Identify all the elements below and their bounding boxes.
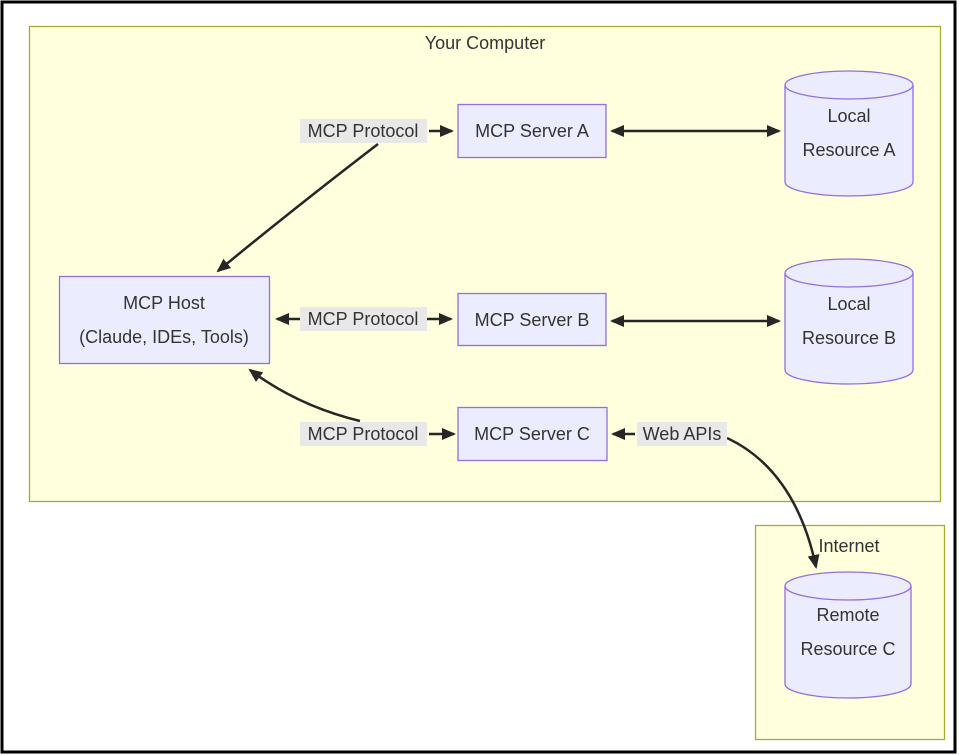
edge-webapis-to-resource-c (726, 436, 820, 569)
node-local-resource-a: Local Resource A (784, 70, 914, 197)
cluster-your-computer-label: Your Computer (425, 33, 545, 53)
edge-host-to-server-a (216, 143, 379, 273)
node-local-resource-b: Local Resource B (784, 258, 914, 385)
node-local-resource-b-line1: Local (827, 294, 870, 314)
edge-label-mcp-protocol-c: MCP Protocol (300, 422, 427, 446)
node-remote-resource-c-line1: Remote (816, 605, 879, 625)
edge-label-mcp-protocol-c-text: MCP Protocol (308, 424, 419, 444)
edge-server-c-to-host (248, 368, 361, 423)
node-local-resource-b-line2: Resource B (802, 328, 896, 348)
cluster-internet-label: Internet (818, 536, 879, 556)
edge-label-mcp-protocol-b-text: MCP Protocol (308, 309, 419, 329)
node-mcp-host-line1: MCP Host (123, 293, 205, 313)
node-mcp-server-a: MCP Server A (457, 103, 607, 159)
node-mcp-server-b-label: MCP Server B (475, 310, 590, 330)
edge-label-mcp-protocol-a-text: MCP Protocol (308, 121, 419, 141)
edge-label-mcp-protocol-a: MCP Protocol (300, 119, 427, 143)
node-mcp-host: MCP Host (Claude, IDEs, Tools) (58, 275, 271, 365)
node-mcp-server-a-label: MCP Server A (475, 121, 589, 141)
node-remote-resource-c-line2: Resource C (800, 639, 895, 659)
node-mcp-server-b: MCP Server B (457, 292, 607, 347)
node-mcp-host-line2: (Claude, IDEs, Tools) (79, 327, 249, 347)
node-mcp-server-c: MCP Server C (457, 406, 608, 462)
node-remote-resource-c: Remote Resource C (784, 571, 912, 699)
node-local-resource-a-line2: Resource A (802, 140, 895, 160)
edge-label-web-apis: Web APIs (637, 422, 727, 446)
edge-label-mcp-protocol-b: MCP Protocol (300, 307, 427, 331)
node-local-resource-a-line1: Local (827, 106, 870, 126)
node-mcp-server-c-label: MCP Server C (474, 424, 590, 444)
edge-label-web-apis-text: Web APIs (643, 424, 722, 444)
